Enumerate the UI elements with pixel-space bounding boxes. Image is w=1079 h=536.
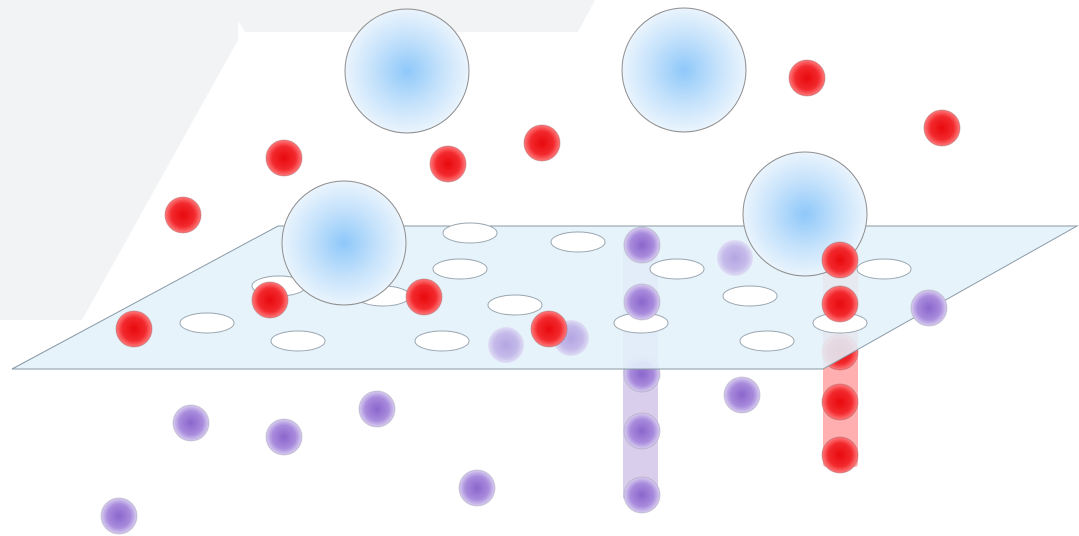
red-particle — [251, 281, 289, 319]
red-particle — [115, 310, 153, 348]
red-particle — [523, 124, 561, 162]
purple-particle — [358, 390, 396, 428]
red-particle — [923, 109, 961, 147]
purple-particle — [623, 226, 661, 264]
purple-particle — [458, 469, 496, 507]
large-particle — [344, 8, 470, 134]
membrane-pore — [649, 258, 705, 280]
large-particle — [281, 180, 407, 306]
red-particles — [115, 59, 961, 348]
red-particle — [405, 278, 443, 316]
red-particle — [530, 310, 568, 348]
red-particle — [821, 383, 859, 421]
purple-particle — [623, 476, 661, 514]
red-particle — [821, 241, 859, 279]
purple-particle — [623, 283, 661, 321]
membrane-pore — [739, 330, 795, 352]
purple-particles-above — [623, 226, 948, 327]
purple-particle — [723, 376, 761, 414]
purple-particle — [910, 289, 948, 327]
red-particle — [164, 196, 202, 234]
purple-particle — [488, 327, 524, 363]
purple-particle — [717, 240, 753, 276]
membrane-pore — [856, 258, 912, 280]
purple-particle — [172, 404, 210, 442]
red-particle — [265, 139, 303, 177]
red-particle — [788, 59, 826, 97]
purple-particle — [100, 497, 138, 535]
membrane-pore — [414, 330, 470, 352]
membrane-pore — [270, 330, 326, 352]
membrane-pore — [442, 222, 498, 244]
membrane-pore — [179, 312, 235, 334]
red-particle — [429, 145, 467, 183]
membrane-pore — [487, 294, 543, 316]
purple-particles-below — [100, 376, 761, 535]
membrane-pore — [432, 258, 488, 280]
membrane-pore — [550, 231, 606, 253]
backdrop-panel-left — [0, 0, 238, 320]
membrane-pore — [722, 285, 778, 307]
large-particle — [621, 7, 747, 133]
red-particle — [821, 436, 859, 474]
purple-channel-particles — [623, 355, 661, 514]
purple-particle — [623, 412, 661, 450]
purple-particle — [265, 418, 303, 456]
red-particle — [821, 285, 859, 323]
